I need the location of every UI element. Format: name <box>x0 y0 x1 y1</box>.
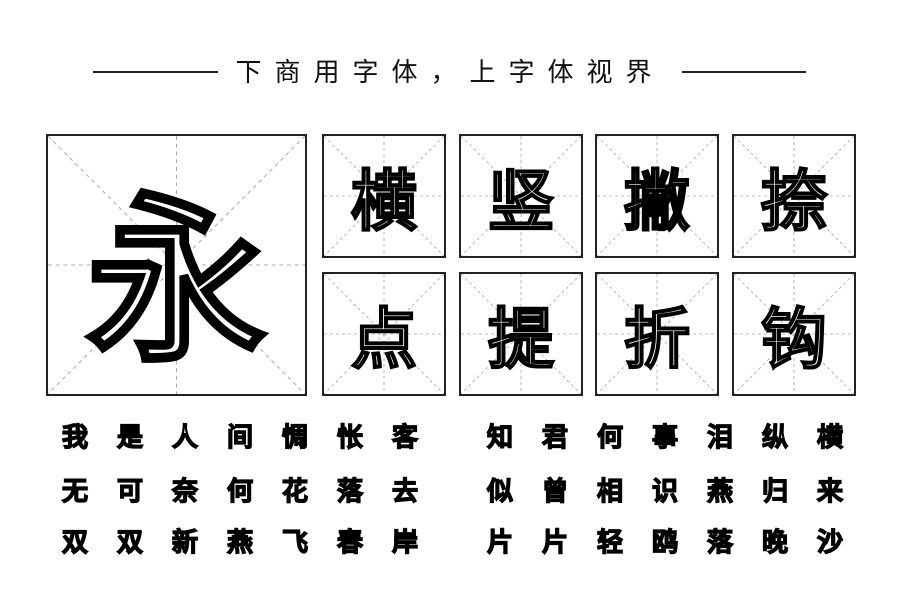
poem-right-line-3: 片片轻鸥落晚沙 <box>486 527 873 558</box>
stroke-character: 点 <box>350 300 418 379</box>
main-character: 永 <box>84 176 268 389</box>
stroke-character: 撇 <box>623 162 691 241</box>
mizige-guide <box>734 274 854 394</box>
poem-right-line-2: 似曾相识燕归来 <box>486 476 873 507</box>
stroke-character: 折 <box>623 300 691 379</box>
title-rule-right <box>682 71 806 73</box>
title-rule-left <box>93 71 218 73</box>
stroke-character-grid: 提 <box>459 272 583 396</box>
main-character-grid: 永 <box>46 134 307 396</box>
mizige-guide <box>597 136 717 256</box>
stroke-character: 捺 <box>760 162 828 241</box>
stroke-character: 提 <box>487 300 555 379</box>
mizige-guide <box>461 274 581 394</box>
stroke-character: 钩 <box>760 300 828 379</box>
mizige-guide <box>461 136 581 256</box>
poem-left-line-2: 无可奈何花落去 <box>61 476 448 507</box>
poem-left-line-1: 我是人间惆怅客 <box>61 422 448 453</box>
page-title: 下商用字体，上字体视界 <box>235 58 665 88</box>
poem-left-line-3: 双双新燕飞春岸 <box>61 527 448 558</box>
mizige-guide <box>324 136 444 256</box>
stroke-character-grid: 钩 <box>732 272 856 396</box>
stroke-character-grid: 竖 <box>459 134 583 258</box>
stroke-character-grid: 折 <box>595 272 719 396</box>
mizige-guide <box>597 274 717 394</box>
stroke-character-grid: 撇 <box>595 134 719 258</box>
stroke-character-grid: 点 <box>322 272 446 396</box>
mizige-guide <box>324 274 444 394</box>
mizige-guide <box>48 136 305 394</box>
mizige-guide <box>734 136 854 256</box>
stroke-character-grid: 横 <box>322 134 446 258</box>
stroke-character: 竖 <box>487 162 555 241</box>
stroke-character: 横 <box>350 162 418 241</box>
poem-right-line-1: 知君何事泪纵横 <box>486 422 873 453</box>
stroke-character-grid: 捺 <box>732 134 856 258</box>
